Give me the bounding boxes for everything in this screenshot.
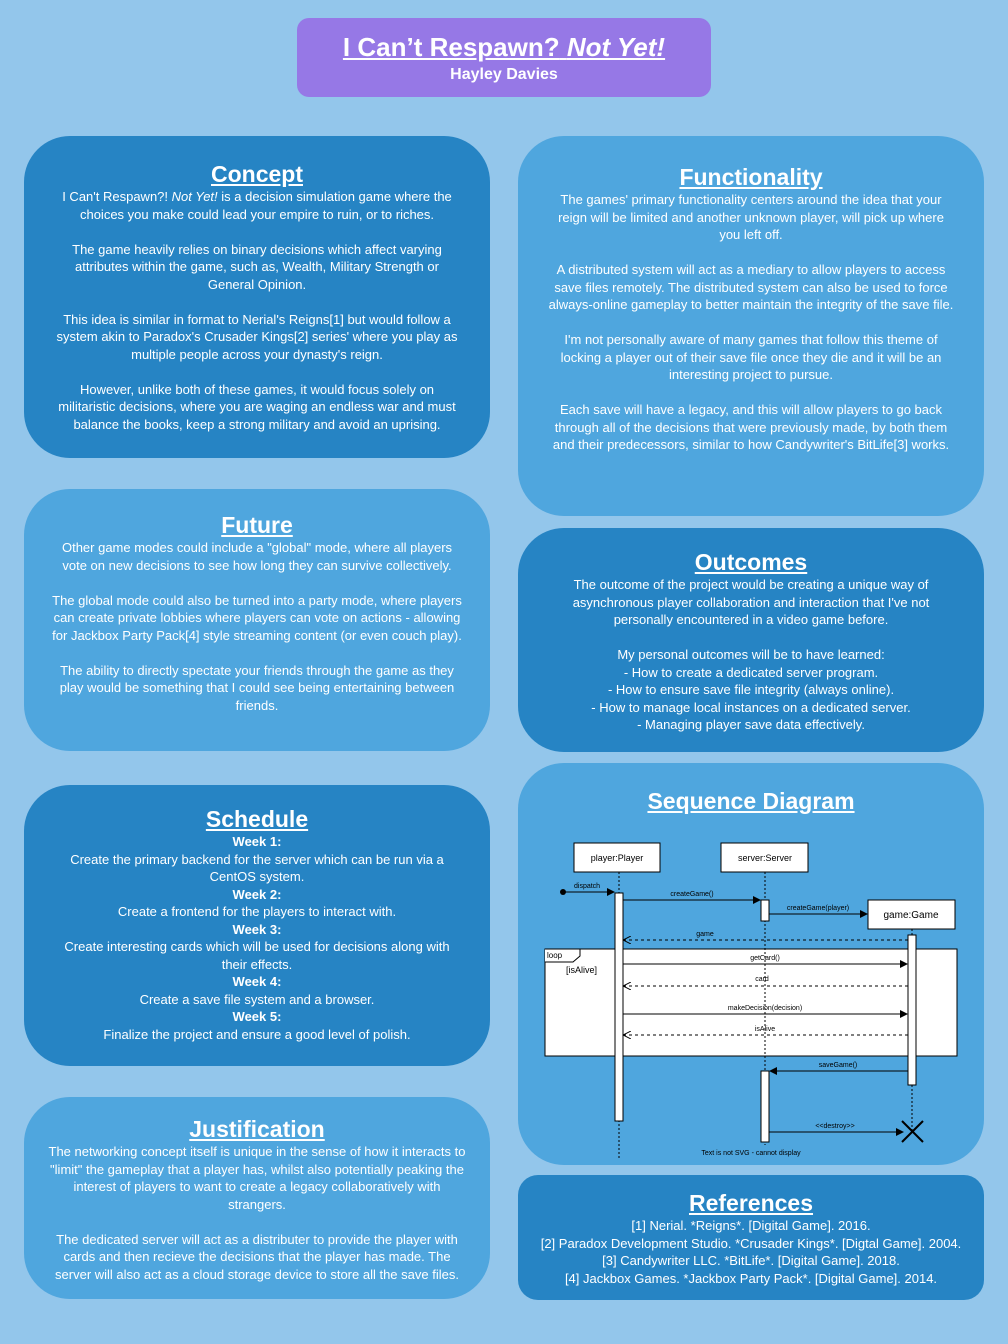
functionality-paragraph-3: I'm not personally aware of many games t… [560, 332, 942, 382]
poster-title: I Can’t Respawn? Not Yet! [342, 32, 666, 62]
functionality-paragraph-2: A distributed system will act as a media… [548, 262, 954, 312]
loop-frame-tab [545, 948, 581, 963]
game-lifeline-label: game:Game [883, 910, 938, 921]
future-section: Future Other game modes could include a … [24, 489, 490, 751]
sequence-diagram-heading: Sequence Diagram [647, 788, 855, 814]
server-activation [760, 1070, 770, 1143]
reference-item: [3] Candywriter LLC. *BitLife*. [Digital… [602, 1253, 900, 1268]
justification-paragraph-2: The dedicated server will act as a distr… [55, 1231, 459, 1282]
reference-item: [2] Paradox Development Studio. *Crusade… [540, 1235, 962, 1251]
sequence-diagram-section: Sequence Diagram loop [isAlive] player:P… [518, 763, 984, 1165]
concept-paragraph-3: This idea is similar in format to Nerial… [56, 311, 458, 362]
player-lifeline-label: player:Player [591, 853, 644, 863]
server-lifeline-label: server:Server [738, 853, 792, 863]
schedule-week-label: Week 1: [232, 834, 282, 849]
references-section: References [1] Nerial. *Reigns*. [Digita… [518, 1175, 984, 1300]
references-heading: References [688, 1190, 814, 1216]
outcomes-heading: Outcomes [694, 549, 808, 575]
justification-section: Justification The networking concept its… [24, 1097, 490, 1299]
schedule-week-text: Create a save file system and a browser. [139, 991, 375, 1007]
justification-heading: Justification [189, 1116, 325, 1142]
schedule-week-label: Week 5: [232, 1009, 282, 1024]
message-label: makeDecision(decision) [728, 1005, 802, 1012]
functionality-section: Functionality The games' primary functio… [518, 136, 984, 516]
player-activation [614, 892, 624, 1122]
player-lifeline-head [573, 842, 661, 873]
outcomes-section: Outcomes The outcome of the project woul… [518, 528, 984, 752]
justification-paragraph-1: The networking concept itself is unique … [48, 1144, 466, 1212]
author-name: Hayley Davies [450, 66, 558, 83]
future-paragraph-3: The ability to directly spectate your fr… [59, 662, 455, 713]
destroy-x-icon [901, 1120, 924, 1143]
title-banner: I Can’t Respawn? Not Yet! Hayley Davies [297, 18, 711, 97]
reference-item: [4] Jackbox Games. *Jackbox Party Pack*.… [564, 1270, 938, 1286]
schedule-week-text: Create the primary backend for the serve… [70, 851, 444, 885]
schedule-list: Week 1: Create the primary backend for t… [52, 833, 462, 1043]
future-heading: Future [221, 512, 293, 538]
future-paragraph-2: The global mode could also be turned int… [52, 592, 462, 643]
sequence-diagram: loop [isAlive] player:Player server:Serv… [544, 842, 958, 1158]
outcomes-item: - How to ensure save file integrity (alw… [607, 682, 895, 697]
outcomes-item: - How to manage local instances on a ded… [591, 699, 911, 715]
outcomes-intro: My personal outcomes will be to have lea… [617, 647, 885, 662]
message-label: card [755, 976, 769, 983]
schedule-week-text: Create interesting cards which will be u… [64, 939, 450, 972]
schedule-section: Schedule Week 1: Create the primary back… [24, 785, 490, 1066]
loop-guard: [isAlive] [566, 965, 597, 975]
concept-paragraph-1: I Can't Respawn?! Not Yet! is a decision… [62, 189, 452, 222]
concept-heading: Concept [211, 161, 303, 187]
game-lifeline-head [867, 899, 956, 930]
game-activation [907, 934, 917, 1086]
server-activation [760, 899, 770, 922]
schedule-heading: Schedule [205, 806, 309, 832]
message-label: game [696, 931, 714, 938]
schedule-week-label: Week 2: [232, 886, 282, 902]
loop-label: loop [547, 951, 563, 960]
schedule-week-label: Week 3: [232, 921, 282, 937]
concept-paragraph-4: However, unlike both of these games, it … [58, 381, 456, 432]
functionality-heading: Functionality [679, 164, 823, 190]
message-label: <<destroy>> [815, 1123, 854, 1130]
server-lifeline-head [720, 842, 809, 873]
message-label: saveGame() [819, 1062, 858, 1069]
message-label: isAlive [755, 1026, 775, 1033]
future-paragraph-1: Other game modes could include a "global… [61, 540, 453, 573]
message-label: createGame(player) [787, 905, 849, 912]
outcomes-item: - Managing player save data effectively. [637, 717, 865, 732]
functionality-paragraph-4: Each save will have a legacy, and this w… [552, 402, 950, 452]
schedule-week-label: Week 4: [232, 974, 282, 989]
schedule-week-text: Finalize the project and ensure a good l… [103, 1026, 411, 1042]
schedule-week-text: Create a frontend for the players to int… [117, 904, 397, 919]
concept-paragraph-2: The game heavily relies on binary decisi… [72, 241, 442, 292]
message-label: getCard() [750, 955, 780, 962]
concept-section: Concept I Can't Respawn?! Not Yet! is a … [24, 136, 490, 458]
diagram-footer-note: Text is not SVG - cannot display [701, 1150, 801, 1157]
message-label: dispatch [574, 883, 600, 890]
outcomes-paragraph: The outcome of the project would be crea… [572, 577, 930, 627]
reference-item: [1] Nerial. *Reigns*. [Digital Game]. 20… [631, 1218, 871, 1233]
outcomes-item: - How to create a dedicated server progr… [623, 664, 879, 680]
message-label: createGame() [670, 891, 713, 898]
loop-frame [544, 948, 958, 1057]
functionality-paragraph-1: The games' primary functionality centers… [558, 192, 944, 242]
